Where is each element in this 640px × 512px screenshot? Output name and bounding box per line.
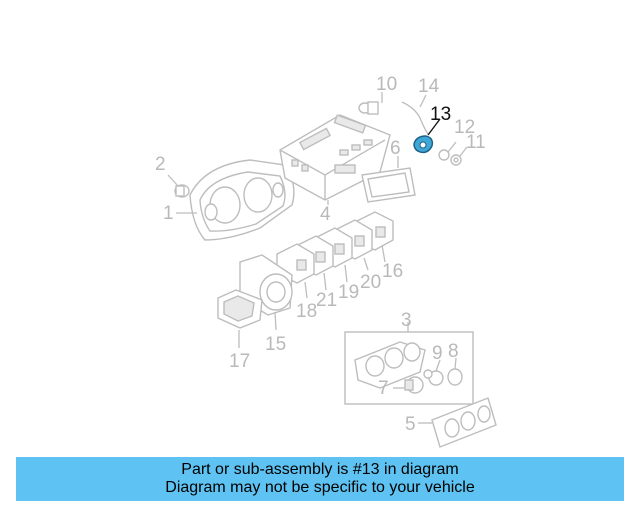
display-lens-part (361, 167, 416, 203)
callout-14: 14 (418, 76, 440, 97)
leader-2 (167, 174, 179, 187)
callout-9: 9 (432, 343, 443, 364)
callout-13: 13 (430, 104, 451, 125)
callout-10: 10 (376, 74, 397, 95)
leader-19 (344, 264, 348, 283)
callout-17: 17 (229, 351, 250, 372)
leader-21 (323, 272, 327, 291)
leader-8 (454, 357, 457, 370)
leader-11 (459, 146, 468, 157)
leader-15 (274, 311, 277, 331)
callout-4: 4 (320, 204, 331, 225)
control-panel-part (354, 341, 426, 389)
small-switch-part (217, 289, 263, 329)
connector-part (358, 101, 379, 115)
callout-2: 2 (155, 154, 166, 175)
callout-8: 8 (448, 341, 459, 362)
callout-6: 6 (390, 138, 401, 159)
leader-13 (427, 118, 441, 136)
socket-part (174, 184, 190, 198)
leader-9 (435, 359, 441, 372)
highlighted-part-13 (413, 135, 434, 154)
leader-16 (381, 244, 386, 263)
leader-20 (363, 257, 369, 271)
headlight-switch-part (239, 254, 293, 316)
callout-20: 20 (360, 272, 381, 293)
callout-21: 21 (316, 290, 337, 311)
callout-19: 19 (338, 282, 359, 303)
instrument-cluster-part (189, 159, 295, 241)
banner-line-2: Diagram may not be specific to your vehi… (165, 479, 475, 496)
cable-part (401, 101, 429, 135)
knob-part-8 (447, 368, 463, 386)
leader-18 (304, 281, 308, 299)
callout-7: 7 (378, 378, 389, 399)
callout-11: 11 (466, 132, 486, 153)
leader-12 (447, 141, 457, 153)
info-banner: Part or sub-assembly is #13 in diagram D… (16, 457, 624, 501)
callout-5: 5 (405, 414, 416, 435)
face-plate-part (431, 397, 497, 448)
washer-part-12 (438, 149, 450, 161)
callout-16: 16 (382, 261, 403, 282)
callout-12: 12 (454, 117, 475, 138)
leader-14 (419, 94, 427, 108)
callout-3: 3 (401, 310, 412, 331)
washer-part-11 (450, 154, 462, 166)
parts-diagram: 1 2 3 4 5 6 7 8 9 10 11 12 13 14 15 16 1… (155, 74, 497, 448)
callout-1: 1 (163, 203, 174, 224)
banner-line-1: Part or sub-assembly is #13 in diagram (181, 461, 459, 478)
callout-18: 18 (296, 301, 317, 322)
callout-15: 15 (265, 334, 286, 355)
knob-part-9 (423, 369, 444, 386)
knob-part-7 (404, 376, 424, 394)
